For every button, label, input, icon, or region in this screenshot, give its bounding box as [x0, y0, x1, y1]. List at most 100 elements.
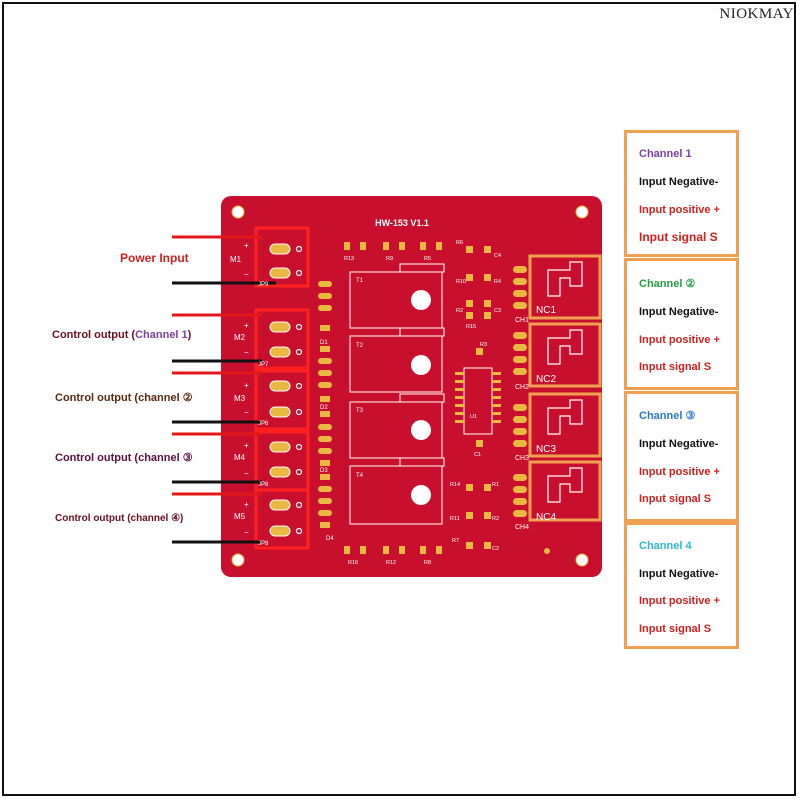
svg-text:R12: R12	[386, 560, 396, 566]
channel-1-pos: Input positive +	[639, 204, 720, 216]
channel-1-neg: Input Negative-	[639, 176, 719, 188]
diode-labels: D1 D2 D3 D4	[320, 340, 334, 542]
svg-text:+: +	[244, 321, 249, 330]
svg-text:NC4: NC4	[536, 512, 556, 523]
channel-1-title: Channel 1	[639, 148, 692, 160]
svg-text:T4: T4	[356, 473, 364, 479]
svg-text:R4: R4	[494, 279, 501, 285]
channel-4-sig: Input signal S	[639, 623, 712, 635]
terminal-m2	[254, 308, 310, 370]
svg-text:C2: C2	[492, 546, 499, 552]
channel-2-sig: Input signal S	[639, 361, 712, 373]
svg-text:R6: R6	[456, 240, 463, 246]
svg-text:R11: R11	[450, 516, 460, 522]
resistor-pads	[344, 242, 491, 554]
ch-labels: CH1 CH2 CH3 CH4	[515, 317, 529, 531]
svg-text:R16: R16	[348, 560, 358, 566]
channel-3-title: Channel ③	[639, 410, 696, 422]
pcb-board	[221, 196, 602, 577]
svg-text:R3: R3	[480, 342, 487, 348]
svg-text:R5: R5	[424, 256, 431, 262]
channel-4-neg: Input Negative-	[639, 568, 719, 580]
svg-text:T3: T3	[356, 408, 364, 414]
watermark: NIOKMAY	[719, 6, 794, 22]
svg-text:JP9: JP9	[258, 282, 269, 288]
svg-text:JP7: JP7	[258, 362, 269, 368]
svg-text:T1: T1	[356, 278, 364, 284]
channel-2-title: Channel ②	[639, 278, 696, 290]
svg-text:U1: U1	[470, 414, 477, 420]
nc-connectors	[528, 254, 602, 522]
channel-1-sig: Input signal S	[639, 230, 718, 244]
svg-text:JP8: JP8	[258, 541, 269, 547]
board-title: HW-153 V1.1	[375, 218, 429, 228]
terminal-m5	[254, 488, 310, 550]
svg-text:R7: R7	[452, 538, 459, 544]
svg-text:M4: M4	[234, 453, 246, 462]
svg-text:D4: D4	[326, 536, 334, 542]
mount-hole	[231, 553, 245, 567]
svg-text:R2: R2	[456, 308, 463, 314]
svg-text:NC1: NC1	[536, 305, 556, 316]
svg-text:+: +	[244, 500, 249, 509]
svg-text:−: −	[244, 469, 249, 478]
channel-3-sig: Input signal S	[639, 493, 712, 505]
channel-3-neg: Input Negative-	[639, 438, 719, 450]
svg-text:−: −	[244, 348, 249, 357]
svg-text:R1: R1	[492, 482, 499, 488]
nc-labels: NC1 NC2 NC3 NC4	[536, 305, 556, 523]
svg-text:CH2: CH2	[515, 384, 529, 391]
channel-3-box: Channel ③ Input Negative- Input positive…	[624, 391, 739, 522]
terminal-blocks	[254, 226, 310, 550]
svg-text:R9: R9	[386, 256, 393, 262]
svg-text:C4: C4	[494, 253, 501, 259]
svg-text:−: −	[244, 270, 249, 279]
svg-text:M3: M3	[234, 394, 246, 403]
channel-4-box: Channel 4 Input Negative- Input positive…	[624, 522, 739, 649]
terminal-pads	[269, 243, 291, 537]
control-output-ch1-label: Control output (Channel 1)	[52, 329, 192, 341]
terminal-m3	[254, 369, 310, 431]
svg-text:C1: C1	[474, 452, 481, 458]
channel-1-box: Channel 1 Input Negative- Input positive…	[624, 130, 739, 257]
svg-text:D2: D2	[320, 405, 328, 411]
control-output-ch2-label: Control output (channel ②	[55, 392, 193, 404]
svg-text:−: −	[244, 408, 249, 417]
channel-3-pos: Input positive +	[639, 466, 720, 478]
svg-text:NC2: NC2	[536, 374, 556, 385]
svg-text:D3: D3	[320, 468, 328, 474]
channel-2-box: Channel ② Input Negative- Input positive…	[624, 258, 739, 390]
mount-hole	[575, 553, 589, 567]
svg-text:M1: M1	[230, 255, 242, 264]
mount-hole	[575, 205, 589, 219]
fiducial	[544, 548, 550, 554]
channel-2-pos: Input positive +	[639, 334, 720, 346]
svg-text:R14: R14	[450, 482, 460, 488]
mosfets	[349, 263, 445, 525]
svg-text:R2: R2	[492, 516, 499, 522]
terminal-m1	[254, 226, 310, 288]
svg-text:M5: M5	[234, 512, 246, 521]
svg-text:C3: C3	[494, 308, 501, 314]
mosfet-holes	[411, 290, 431, 505]
svg-text:JP8: JP8	[258, 482, 269, 488]
svg-text:R8: R8	[424, 560, 431, 566]
channel-4-title: Channel 4	[639, 540, 692, 552]
svg-text:NC3: NC3	[536, 444, 556, 455]
ch-pads	[513, 266, 527, 517]
svg-text:JP6: JP6	[258, 421, 269, 427]
wires	[172, 235, 276, 544]
m-labels: M1 M2 M3 M4 M5 +− +− +− +− +−	[230, 241, 249, 537]
resistor-labels: R13 R9 R5 R16 R12 R8 R6 C4 R10 R4 R2 C3 …	[344, 240, 501, 566]
svg-text:CH1: CH1	[515, 317, 529, 324]
svg-text:R13: R13	[344, 256, 354, 262]
svg-text:R10: R10	[456, 279, 466, 285]
channel-4-pos: Input positive +	[639, 595, 720, 607]
jp-labels: JP9 JP7 JP6 JP8 JP8	[258, 282, 269, 547]
power-input-label: Power Input	[120, 251, 189, 265]
svg-text:CH3: CH3	[515, 455, 529, 462]
svg-text:+: +	[244, 241, 249, 250]
channel-2-neg: Input Negative-	[639, 306, 719, 318]
